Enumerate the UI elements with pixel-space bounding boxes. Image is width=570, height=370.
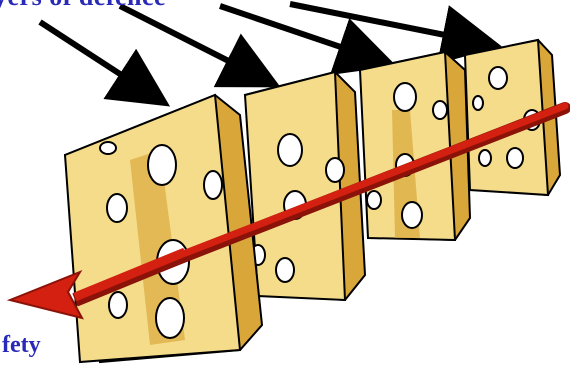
cheese-slice-4 <box>463 38 562 197</box>
cheese-slice-3 <box>358 50 472 242</box>
accident-trajectory-arrow <box>6 102 570 320</box>
pointer-arrow-3 <box>219 3 397 75</box>
pointer-arrows <box>38 1 502 107</box>
top-caption: yers of defence <box>0 0 166 12</box>
pointer-arrow-4 <box>289 1 502 65</box>
pointer-arrow-1 <box>38 19 171 107</box>
cheese-slice-2 <box>201 70 367 302</box>
trajectory-arrowhead <box>6 269 84 320</box>
pointer-arrow-2 <box>118 3 281 88</box>
bottom-caption: fety <box>2 332 41 358</box>
cheese-slice-1 <box>63 93 264 364</box>
